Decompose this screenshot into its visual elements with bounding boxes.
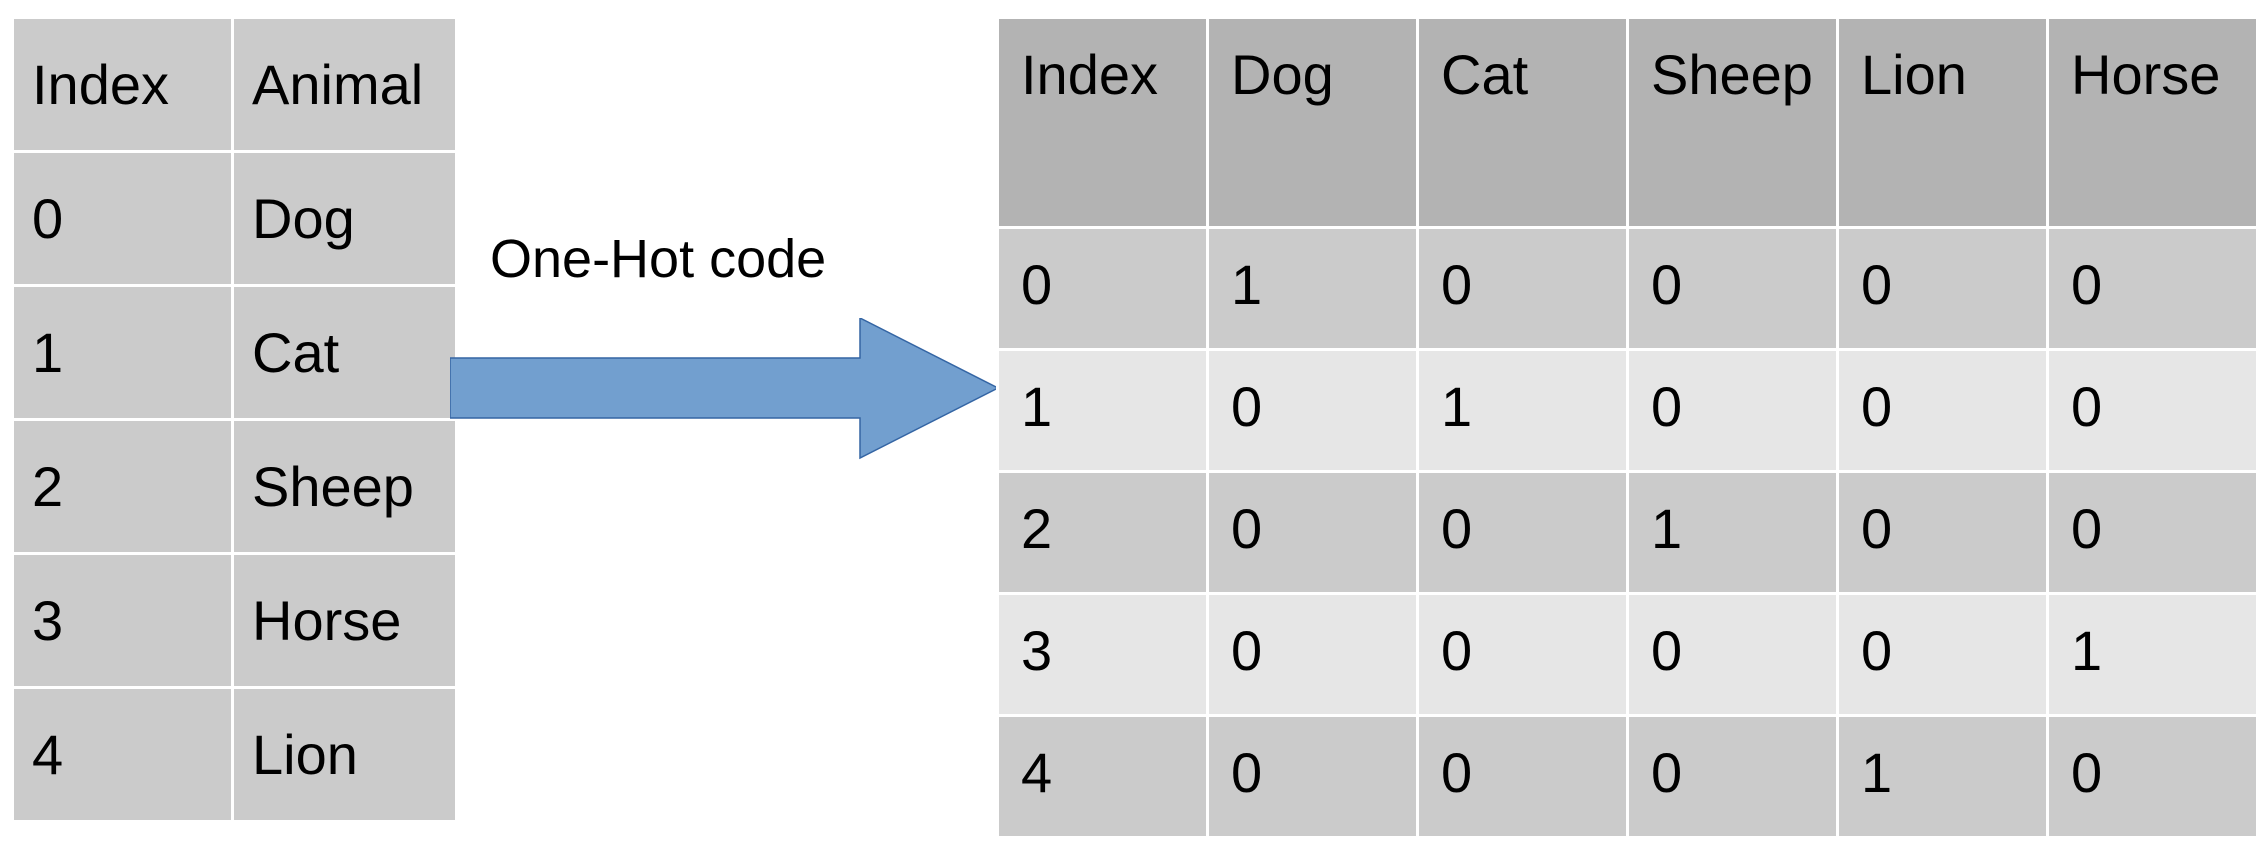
table-cell: Cat xyxy=(231,284,458,421)
table-cell: 0 xyxy=(1416,470,1629,595)
table-cell: 1 xyxy=(11,284,234,421)
table-row: 1 Cat xyxy=(11,284,458,421)
table-cell: Sheep xyxy=(231,418,458,555)
table-row: 3 Horse xyxy=(11,552,458,689)
table-cell: 2 xyxy=(11,418,234,555)
column-header-horse: Horse xyxy=(2046,16,2259,229)
one-hot-table: Index Dog Cat Sheep Lion Horse 0 1 0 0 0… xyxy=(996,16,2259,839)
column-header-lion: Lion xyxy=(1836,16,2049,229)
column-header-index: Index xyxy=(11,16,234,153)
table-row: 4 0 0 0 1 0 xyxy=(996,714,2259,839)
table-cell: 0 xyxy=(2046,226,2259,351)
table-row: 2 0 0 1 0 0 xyxy=(996,470,2259,595)
table-cell: 2 xyxy=(996,470,1209,595)
table-row: 0 Dog xyxy=(11,150,458,287)
table-header-row: Index Dog Cat Sheep Lion Horse xyxy=(996,16,2259,229)
table-cell: 0 xyxy=(1206,592,1419,717)
column-header-cat: Cat xyxy=(1416,16,1629,229)
table-cell: 0 xyxy=(1206,348,1419,473)
table-row: 2 Sheep xyxy=(11,418,458,555)
table-cell: 1 xyxy=(1416,348,1629,473)
table-cell: 4 xyxy=(11,686,234,823)
table-cell: 0 xyxy=(1836,470,2049,595)
table-cell: Horse xyxy=(231,552,458,689)
table-cell: 0 xyxy=(1416,714,1629,839)
table-cell: 0 xyxy=(1836,592,2049,717)
table-cell: 0 xyxy=(2046,714,2259,839)
arrow-shape xyxy=(450,318,1000,460)
table-cell: 0 xyxy=(996,226,1209,351)
table-cell: 4 xyxy=(996,714,1209,839)
column-header-sheep: Sheep xyxy=(1626,16,1839,229)
table-cell: 0 xyxy=(2046,348,2259,473)
table-cell: 0 xyxy=(1836,348,2049,473)
table-row: 1 0 1 0 0 0 xyxy=(996,348,2259,473)
table-row: 0 1 0 0 0 0 xyxy=(996,226,2259,351)
table-row: 3 0 0 0 0 1 xyxy=(996,592,2259,717)
table-cell: 0 xyxy=(1626,226,1839,351)
table-cell: 0 xyxy=(2046,470,2259,595)
right-arrow-icon xyxy=(450,318,1000,460)
table-cell: 0 xyxy=(11,150,234,287)
table-header-row: Index Animal xyxy=(11,16,458,153)
table-cell: 3 xyxy=(996,592,1209,717)
table-cell: 1 xyxy=(996,348,1209,473)
table-cell: 0 xyxy=(1206,470,1419,595)
column-header-dog: Dog xyxy=(1206,16,1419,229)
table-cell: 3 xyxy=(11,552,234,689)
table-cell: 1 xyxy=(1836,714,2049,839)
table-cell: 0 xyxy=(1626,592,1839,717)
animal-label-table: Index Animal 0 Dog 1 Cat 2 Sheep 3 Horse… xyxy=(11,16,458,823)
table-cell: 1 xyxy=(1626,470,1839,595)
table-row: 4 Lion xyxy=(11,686,458,823)
table-cell: 0 xyxy=(1836,226,2049,351)
table-cell: 1 xyxy=(1206,226,1419,351)
table-cell: 0 xyxy=(1416,592,1629,717)
column-header-index: Index xyxy=(996,16,1209,229)
table-cell: 1 xyxy=(2046,592,2259,717)
arrow-label: One-Hot code xyxy=(490,229,827,289)
table-cell: 0 xyxy=(1206,714,1419,839)
table-cell: 0 xyxy=(1416,226,1629,351)
column-header-animal: Animal xyxy=(231,16,458,153)
table-cell: 0 xyxy=(1626,714,1839,839)
table-cell: Dog xyxy=(231,150,458,287)
table-cell: 0 xyxy=(1626,348,1839,473)
table-cell: Lion xyxy=(231,686,458,823)
